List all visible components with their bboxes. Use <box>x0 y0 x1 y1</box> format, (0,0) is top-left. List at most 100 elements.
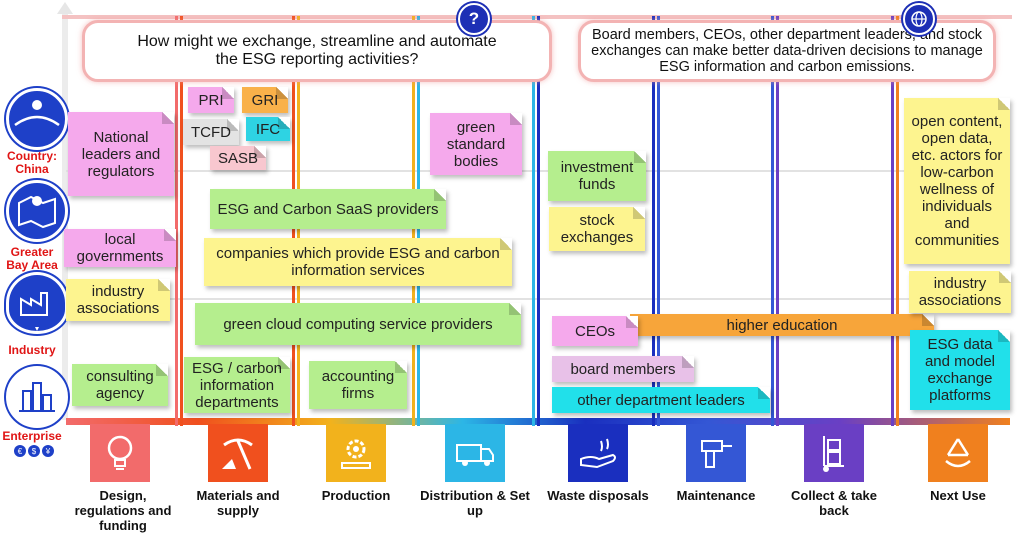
stage-tile-materials <box>208 424 268 482</box>
note-accounting-firms: accounting firms <box>309 361 407 409</box>
stage-line <box>652 16 655 426</box>
note-open-content: open content, open data, etc. actors for… <box>904 98 1010 264</box>
note-text: board members <box>570 360 676 378</box>
stage-line <box>771 16 774 426</box>
note-text: other department leaders <box>577 391 745 409</box>
note-tcfd: TCFD <box>183 119 239 145</box>
note-ceos: CEOs <box>552 316 638 346</box>
region-map-icon <box>6 180 68 242</box>
note-green-cloud: green cloud computing service providers <box>195 303 521 345</box>
note-text: ESG and Carbon SaaS providers <box>217 200 439 218</box>
stage-line <box>776 16 779 426</box>
note-text: green standard bodies <box>446 118 506 170</box>
note-text: accounting firms <box>321 368 395 402</box>
question-left-text: How might we exchange, streamline and au… <box>137 33 497 68</box>
stage-line <box>532 16 535 426</box>
level-label-country: Country: China <box>7 149 57 176</box>
factory-icon <box>6 272 68 334</box>
note-local-governments: local governments <box>64 229 176 267</box>
stage-tile-design <box>90 424 150 482</box>
level-label-enterprise: Enterprise <box>2 429 62 443</box>
note-esg-departments: ESG / carbon information departments <box>184 357 290 413</box>
note-text: stock exchanges <box>560 212 634 246</box>
question-right: Board members, CEOs, other department le… <box>578 20 996 82</box>
stage-line <box>896 16 899 426</box>
question-icon: ? <box>458 3 490 35</box>
stage-line <box>180 16 183 426</box>
note-stock-exchanges: stock exchanges <box>549 207 645 251</box>
note-text: National leaders and regulators <box>81 128 161 180</box>
note-text: higher education <box>726 316 838 334</box>
note-text: companies which provide ESG and carbon i… <box>216 245 500 279</box>
note-industry-associations-right: industry associations <box>909 271 1011 313</box>
note-text: TCFD <box>191 123 231 141</box>
stage-label-materials: Materials and supply <box>196 488 280 518</box>
note-pri: PRI <box>188 87 234 113</box>
yen-icon: ¥ <box>42 445 54 457</box>
lightbulb-icon <box>107 435 133 470</box>
stage-label-maintenance: Maintenance <box>676 488 756 503</box>
level-label-industry: Industry <box>8 343 56 357</box>
currency-icons: € $ ¥ <box>14 445 54 457</box>
level-divider <box>66 298 1006 300</box>
note-text: GRI <box>251 91 279 109</box>
stage-tile-next-use <box>928 424 988 482</box>
stage-label-distribution: Distribution & Set up <box>420 488 530 518</box>
note-text: SASB <box>217 149 259 167</box>
note-text: industry associations <box>76 283 160 317</box>
note-ifc: IFC <box>246 117 290 141</box>
stage-tile-production <box>326 424 386 482</box>
stage-line <box>537 16 540 426</box>
stage-label-design: Design, regulations and funding <box>74 488 172 533</box>
delivery-van-icon <box>456 444 494 466</box>
note-text: local governments <box>76 231 164 265</box>
dollar-icon: $ <box>28 445 40 457</box>
note-text: consulting agency <box>86 368 154 402</box>
note-board-members: board members <box>552 356 694 382</box>
stage-line <box>891 16 894 426</box>
note-investment-funds: investment funds <box>548 151 646 201</box>
note-higher-education: higher education <box>630 314 934 336</box>
note-text: PRI <box>198 91 224 109</box>
note-industry-associations-left: industry associations <box>66 279 170 321</box>
note-national-leaders: National leaders and regulators <box>68 112 174 196</box>
note-text: ESG / carbon information departments <box>191 359 283 411</box>
note-esg-platforms: ESG data and model exchange platforms <box>910 330 1010 410</box>
note-text: CEOs <box>574 322 615 340</box>
enterprise-building-icon <box>6 366 68 428</box>
drill-icon <box>701 440 732 468</box>
stage-label-next-use: Next Use <box>930 488 986 503</box>
question-right-text: Board members, CEOs, other department le… <box>591 27 983 75</box>
level-label-region: Greater Bay Area <box>6 245 58 272</box>
euro-icon: € <box>14 445 26 457</box>
note-other-department-leaders: other department leaders <box>552 387 770 413</box>
note-text: open content, open data, etc. actors for… <box>911 113 1003 249</box>
gear-conveyor-icon <box>341 439 371 469</box>
stage-label-production: Production <box>321 488 391 503</box>
globe-icon <box>903 3 935 35</box>
note-text: investment funds <box>560 159 634 193</box>
stage-line <box>657 16 660 426</box>
note-text: ESG data and model exchange platforms <box>924 336 996 404</box>
level-divider <box>66 170 1006 172</box>
stage-label-collect: Collect & take back <box>791 488 877 518</box>
note-gri: GRI <box>242 87 288 113</box>
note-saas-providers: ESG and Carbon SaaS providers <box>210 189 446 229</box>
stage-label-waste: Waste disposals <box>547 488 649 503</box>
stage-tile-distribution <box>445 424 505 482</box>
map-pin-icon <box>6 88 68 150</box>
pickaxe-icon <box>222 438 253 470</box>
note-text: industry associations <box>918 275 1002 309</box>
note-text: green cloud computing service providers <box>223 315 493 333</box>
note-green-standard-bodies: green standard bodies <box>430 113 522 175</box>
recycle-icon <box>945 438 971 468</box>
note-info-services: companies which provide ESG and carbon i… <box>204 238 512 286</box>
hand-disposal-icon <box>580 438 616 469</box>
stage-tile-maintenance <box>686 424 746 482</box>
y-axis-arrowhead <box>57 2 73 14</box>
note-text: IFC <box>255 120 281 138</box>
note-sasb: SASB <box>210 146 266 170</box>
note-consulting-agency: consulting agency <box>72 364 168 406</box>
hand-truck-icon <box>823 436 844 472</box>
stage-tile-collect <box>804 424 864 482</box>
